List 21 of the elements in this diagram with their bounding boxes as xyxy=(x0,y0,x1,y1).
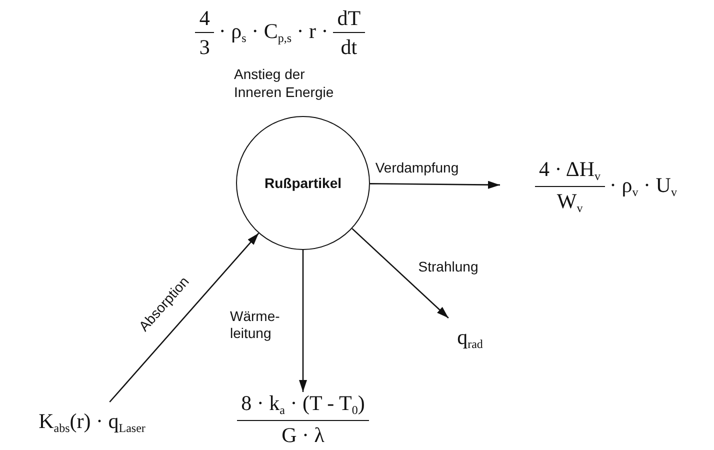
formula-denominator: 3 xyxy=(199,34,210,60)
formula-numerator: dT xyxy=(333,6,365,34)
annotation: Anstieg der Inneren Energie xyxy=(234,66,335,101)
formula-term: · ρ$_{s}$ · C$_{p,s}$ · r · xyxy=(218,19,328,46)
edge-label: Strahlung xyxy=(418,258,478,276)
formula: q$_{rad}$ xyxy=(457,324,483,352)
formula-denominator: dt xyxy=(340,34,358,60)
arrow xyxy=(299,250,307,392)
edge-label: Wärme- leitung xyxy=(230,308,281,342)
arrow xyxy=(352,228,449,318)
formula-denominator: W$_{v}$ xyxy=(556,188,583,216)
formula-numerator: 4 · ΔH$_{v}$ xyxy=(535,156,605,186)
formula-numerator: 8 · k$_{a}$ · (T - T$_{0}$) xyxy=(237,391,369,421)
formula-term: · ρ$_{v}$ · U$_{v}$ xyxy=(610,172,677,200)
formula: K$_{abs}$(r) · q$_{Laser}$ xyxy=(38,408,146,436)
node-label: Rußpartikel xyxy=(264,175,342,191)
edge-label: Verdampfung xyxy=(375,160,459,177)
formula-denominator: G · λ xyxy=(282,422,324,447)
arrow xyxy=(109,232,260,402)
arrow xyxy=(370,180,500,189)
formula-numerator: 4 xyxy=(195,6,214,34)
